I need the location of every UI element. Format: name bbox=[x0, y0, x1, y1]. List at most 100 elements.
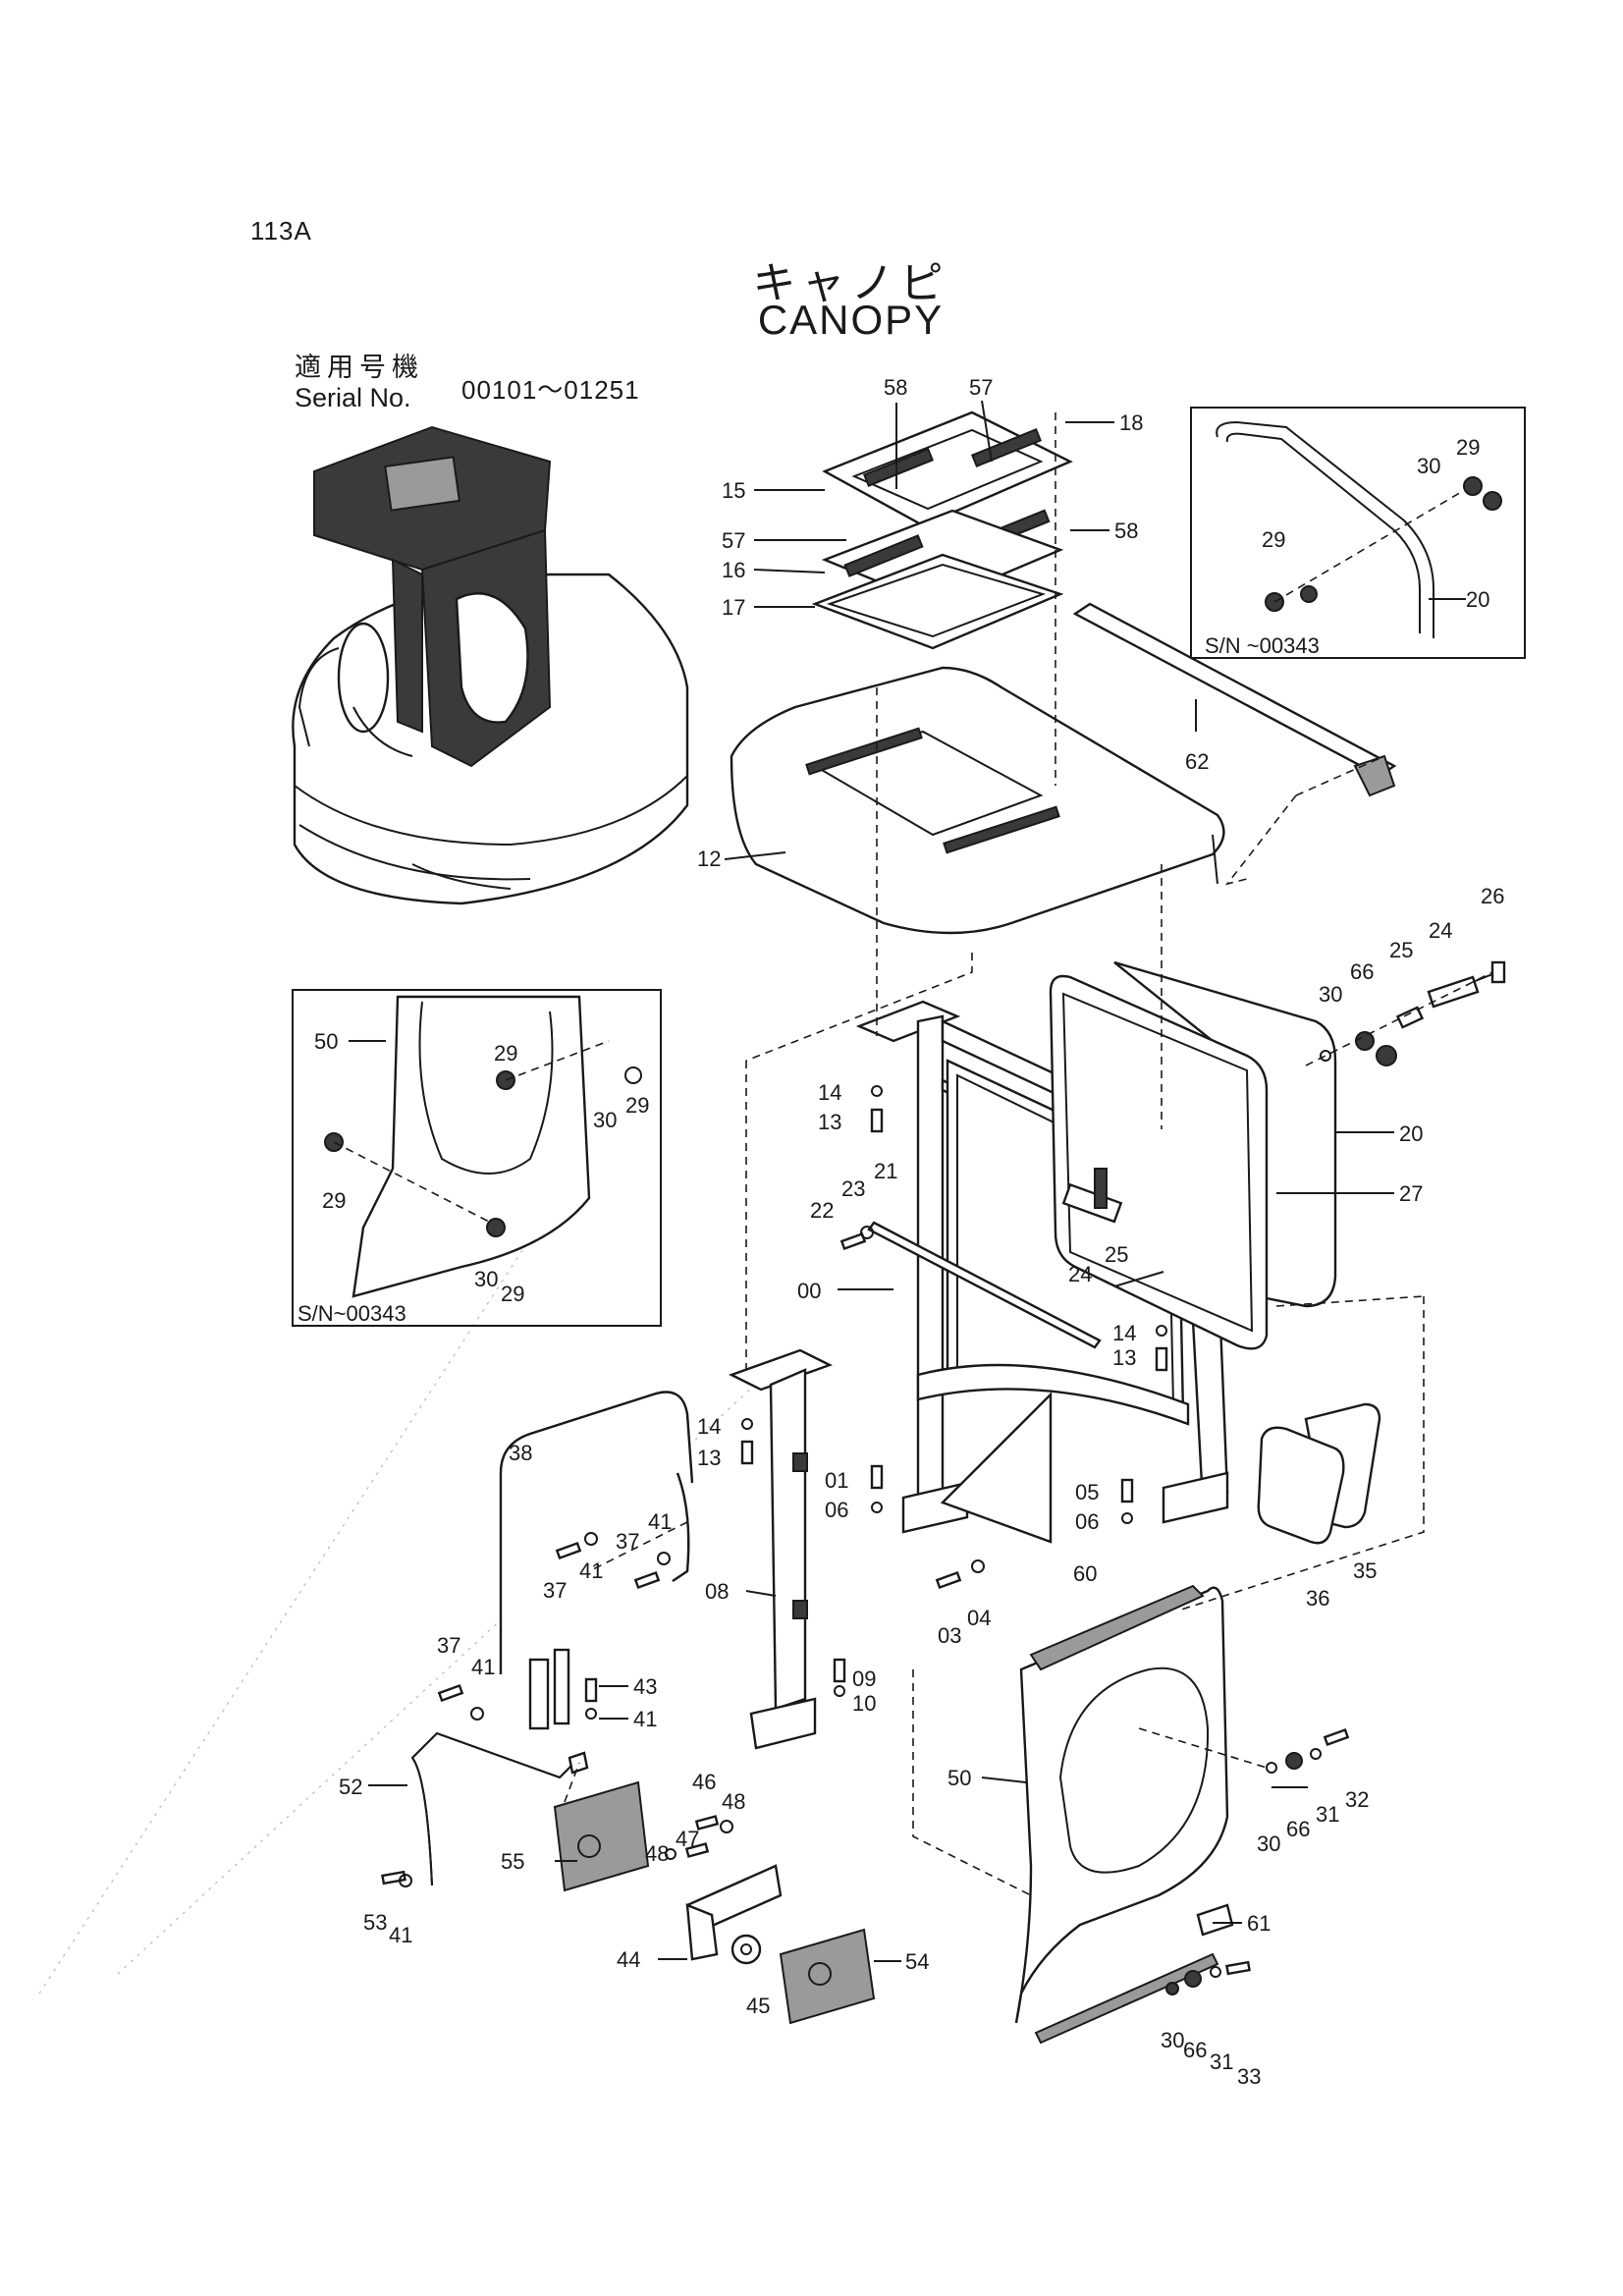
callout-37: 37 bbox=[437, 1633, 460, 1658]
part-55 bbox=[553, 1780, 650, 1892]
part-17-seal bbox=[811, 553, 1064, 650]
scan-guide-line bbox=[38, 1207, 551, 1995]
roof-panel-12 bbox=[730, 666, 1225, 935]
callout-53: 53 bbox=[363, 1910, 387, 1935]
callout-30: 30 bbox=[1319, 982, 1342, 1007]
callout-26: 26 bbox=[1481, 884, 1504, 908]
callout-29: 29 bbox=[501, 1282, 524, 1306]
callout-33: 33 bbox=[1237, 2064, 1261, 2089]
callout-01: 01 bbox=[825, 1468, 848, 1493]
callout-45: 45 bbox=[746, 1994, 770, 2018]
inset-cover-note: S/N~00343 bbox=[298, 1301, 406, 1326]
callout-06: 06 bbox=[1075, 1509, 1099, 1534]
callout-43: 43 bbox=[633, 1674, 657, 1699]
inset-glass-note: S/N ~00343 bbox=[1205, 633, 1320, 658]
callout-25: 25 bbox=[1105, 1242, 1128, 1267]
callout-13: 13 bbox=[1112, 1345, 1136, 1370]
callout-20: 20 bbox=[1399, 1121, 1423, 1146]
callout-20: 20 bbox=[1466, 587, 1489, 612]
callout-50: 50 bbox=[947, 1766, 971, 1790]
callout-62: 62 bbox=[1185, 749, 1209, 774]
hardware-top-right bbox=[1305, 960, 1506, 1066]
callout-15: 15 bbox=[722, 478, 745, 503]
rail-52 bbox=[410, 1731, 589, 1886]
handrail-38 bbox=[499, 1391, 694, 1730]
callout-41: 41 bbox=[389, 1923, 412, 1947]
callout-55: 55 bbox=[501, 1849, 524, 1874]
callout-14: 14 bbox=[1112, 1321, 1136, 1345]
callout-30: 30 bbox=[474, 1267, 498, 1291]
callout-41: 41 bbox=[579, 1558, 603, 1583]
callout-labels: 58 57 18 15 57 58 16 17 12 62 30 29 29 2… bbox=[314, 375, 1504, 2089]
callout-08: 08 bbox=[705, 1579, 729, 1604]
inset-cover-detail bbox=[292, 989, 662, 1327]
hardware-bolts bbox=[381, 1085, 1350, 1995]
callout-32: 32 bbox=[1345, 1787, 1369, 1812]
callout-24: 24 bbox=[1068, 1262, 1092, 1286]
callout-16: 16 bbox=[722, 558, 745, 582]
part-15-frame bbox=[822, 410, 1073, 527]
part-57-strip-lower bbox=[843, 534, 924, 577]
callout-66: 66 bbox=[1183, 2038, 1207, 2062]
serial-label-jp: 適用号機 bbox=[295, 353, 424, 383]
roof-window-assembly bbox=[811, 410, 1073, 650]
inset-glass-detail bbox=[1190, 407, 1526, 659]
leader-lines bbox=[349, 400, 1466, 1962]
page-code: 113A bbox=[250, 216, 312, 246]
callout-57: 57 bbox=[722, 528, 745, 553]
callout-36: 36 bbox=[1306, 1586, 1329, 1611]
callout-09: 09 bbox=[852, 1667, 876, 1691]
callout-31: 31 bbox=[1316, 1802, 1339, 1827]
callout-61: 61 bbox=[1247, 1911, 1271, 1936]
callout-04: 04 bbox=[967, 1606, 991, 1630]
callout-31: 31 bbox=[1210, 2050, 1233, 2074]
callout-30: 30 bbox=[1417, 454, 1440, 478]
callout-13: 13 bbox=[697, 1446, 721, 1470]
part-61 bbox=[1034, 1952, 1219, 2045]
callout-14: 14 bbox=[818, 1080, 841, 1105]
callout-41: 41 bbox=[648, 1509, 672, 1534]
pillar-08 bbox=[728, 1348, 834, 1750]
frame-base-right bbox=[1162, 1471, 1229, 1524]
callout-44: 44 bbox=[617, 1947, 640, 1972]
callout-22: 22 bbox=[810, 1198, 834, 1223]
callout-38: 38 bbox=[509, 1441, 532, 1465]
callout-10: 10 bbox=[852, 1691, 876, 1716]
part-60 bbox=[1029, 1584, 1205, 1671]
callout-46: 46 bbox=[692, 1770, 716, 1794]
callout-00: 00 bbox=[797, 1279, 821, 1303]
side-window-35-36 bbox=[1257, 1402, 1381, 1545]
frame-top-plate-left bbox=[855, 1000, 961, 1043]
callout-29: 29 bbox=[322, 1188, 346, 1213]
callout-66: 66 bbox=[1286, 1817, 1310, 1841]
callout-14: 14 bbox=[697, 1414, 721, 1439]
callout-48: 48 bbox=[722, 1789, 745, 1814]
callout-48: 48 bbox=[645, 1841, 669, 1866]
serial-label-en: Serial No. bbox=[295, 383, 411, 412]
callout-21: 21 bbox=[874, 1159, 897, 1183]
rubber-strip-62 bbox=[1072, 602, 1397, 797]
callout-58: 58 bbox=[884, 375, 907, 400]
callout-29: 29 bbox=[1456, 435, 1480, 460]
callout-05: 05 bbox=[1075, 1480, 1099, 1504]
callout-41: 41 bbox=[633, 1707, 657, 1731]
callout-03: 03 bbox=[938, 1623, 961, 1648]
callout-30: 30 bbox=[593, 1108, 617, 1132]
callout-37: 37 bbox=[616, 1529, 639, 1554]
title-japanese: キャノピ bbox=[752, 258, 949, 308]
frame-lower-arch bbox=[916, 1363, 1190, 1426]
callout-52: 52 bbox=[339, 1775, 362, 1799]
bracket-set bbox=[553, 1780, 876, 2025]
callout-54: 54 bbox=[905, 1949, 929, 1974]
callout-58: 58 bbox=[1114, 519, 1138, 543]
callout-17: 17 bbox=[722, 595, 745, 620]
callout-47: 47 bbox=[676, 1827, 699, 1851]
callout-41: 41 bbox=[471, 1655, 495, 1679]
callout-30: 30 bbox=[1161, 2028, 1184, 2052]
callout-66: 66 bbox=[1350, 959, 1374, 984]
callout-12: 12 bbox=[697, 847, 721, 871]
callout-24: 24 bbox=[1429, 918, 1452, 943]
title-english: CANOPY bbox=[757, 297, 945, 343]
callout-13: 13 bbox=[818, 1110, 841, 1134]
